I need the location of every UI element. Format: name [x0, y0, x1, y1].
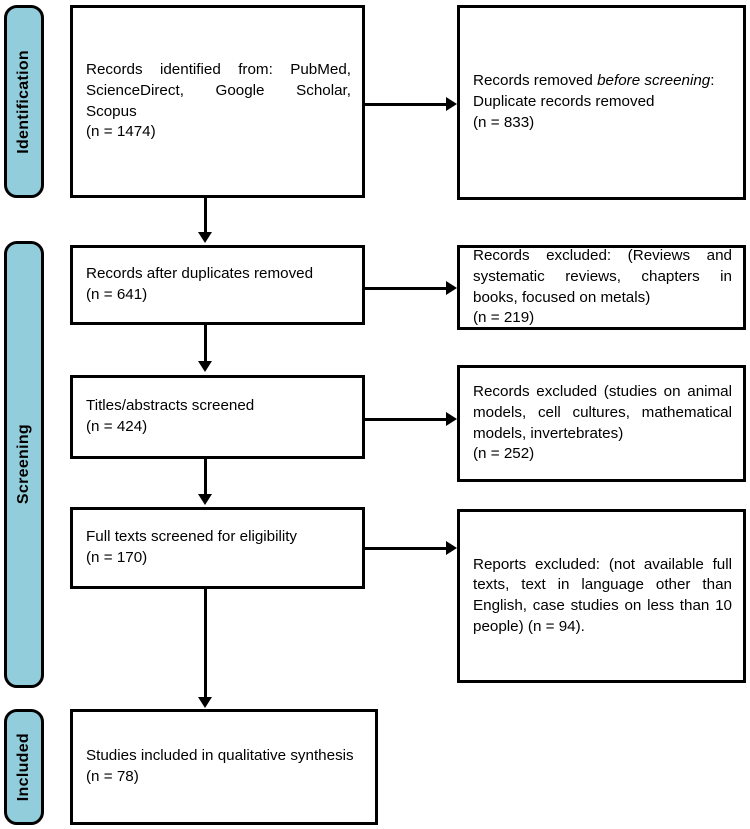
phase-band-identification: Identification	[4, 5, 44, 198]
records-removed-prefix: Records removed	[473, 72, 598, 90]
box-records-excluded-reviews: Records excluded: (Reviews and systemati…	[457, 245, 746, 330]
connector-titles-to-excluded-studies	[365, 412, 457, 427]
box-records-excluded-studies: Records excluded (studies on animal mode…	[457, 365, 746, 482]
arrowhead-down-icon	[198, 697, 213, 708]
phase-band-screening: Screening	[4, 241, 44, 688]
records-removed-suffix: : Duplicate records removed (n = 833)	[473, 72, 715, 131]
box-records-identified-text: Records identified from: PubMed, Science…	[86, 61, 351, 141]
phase-label-identification: Identification	[15, 49, 32, 154]
connector-identified-to-removed	[365, 97, 457, 112]
box-titles-abstracts-text: Titles/abstracts screened (n = 424)	[86, 397, 255, 435]
connector-identified-to-after-duplicates	[198, 198, 213, 243]
connector-titles-to-full-texts	[198, 459, 213, 505]
box-studies-included-text: Studies included in qualitative synthesi…	[86, 747, 354, 785]
arrowhead-right-icon	[446, 541, 457, 556]
box-records-after-duplicates-removed: Records after duplicates removed (n = 64…	[70, 245, 365, 325]
connector-after-duplicates-to-titles	[198, 325, 213, 372]
phase-label-included: Included	[15, 732, 32, 802]
arrowhead-down-icon	[198, 232, 213, 243]
box-reports-excluded: Reports excluded: (not available full te…	[457, 509, 746, 683]
connector-full-texts-to-reports-excluded	[365, 541, 457, 556]
box-reports-excluded-text: Reports excluded: (not available full te…	[473, 555, 732, 635]
phase-label-screening: Screening	[15, 424, 32, 505]
connector-after-duplicates-to-excluded-reviews	[365, 281, 457, 296]
arrowhead-down-icon	[198, 494, 213, 505]
box-records-after-duplicates-text: Records after duplicates removed (n = 64…	[86, 265, 314, 303]
box-full-texts-screened-text: Full texts screened for eligibility (n =…	[86, 528, 298, 566]
records-removed-emphasis: before screening	[597, 72, 711, 90]
box-full-texts-screened: Full texts screened for eligibility (n =…	[70, 507, 365, 589]
box-studies-included: Studies included in qualitative synthesi…	[70, 709, 378, 825]
arrowhead-right-icon	[446, 412, 457, 427]
connector-full-texts-to-studies-included	[198, 589, 213, 708]
box-records-excluded-reviews-text: Records excluded: (Reviews and systemati…	[473, 247, 732, 327]
arrowhead-right-icon	[446, 97, 457, 112]
box-titles-abstracts-screened: Titles/abstracts screened (n = 424)	[70, 375, 365, 459]
box-records-identified: Records identified from: PubMed, Science…	[70, 5, 365, 198]
box-records-removed-before-screening: Records removed before screening: Duplic…	[457, 5, 746, 200]
arrowhead-right-icon	[446, 281, 457, 296]
arrowhead-down-icon	[198, 361, 213, 372]
box-records-removed-text: Records removed before screening: Duplic…	[460, 71, 743, 133]
phase-band-included: Included	[4, 709, 44, 825]
box-records-excluded-studies-text: Records excluded (studies on animal mode…	[473, 383, 732, 463]
